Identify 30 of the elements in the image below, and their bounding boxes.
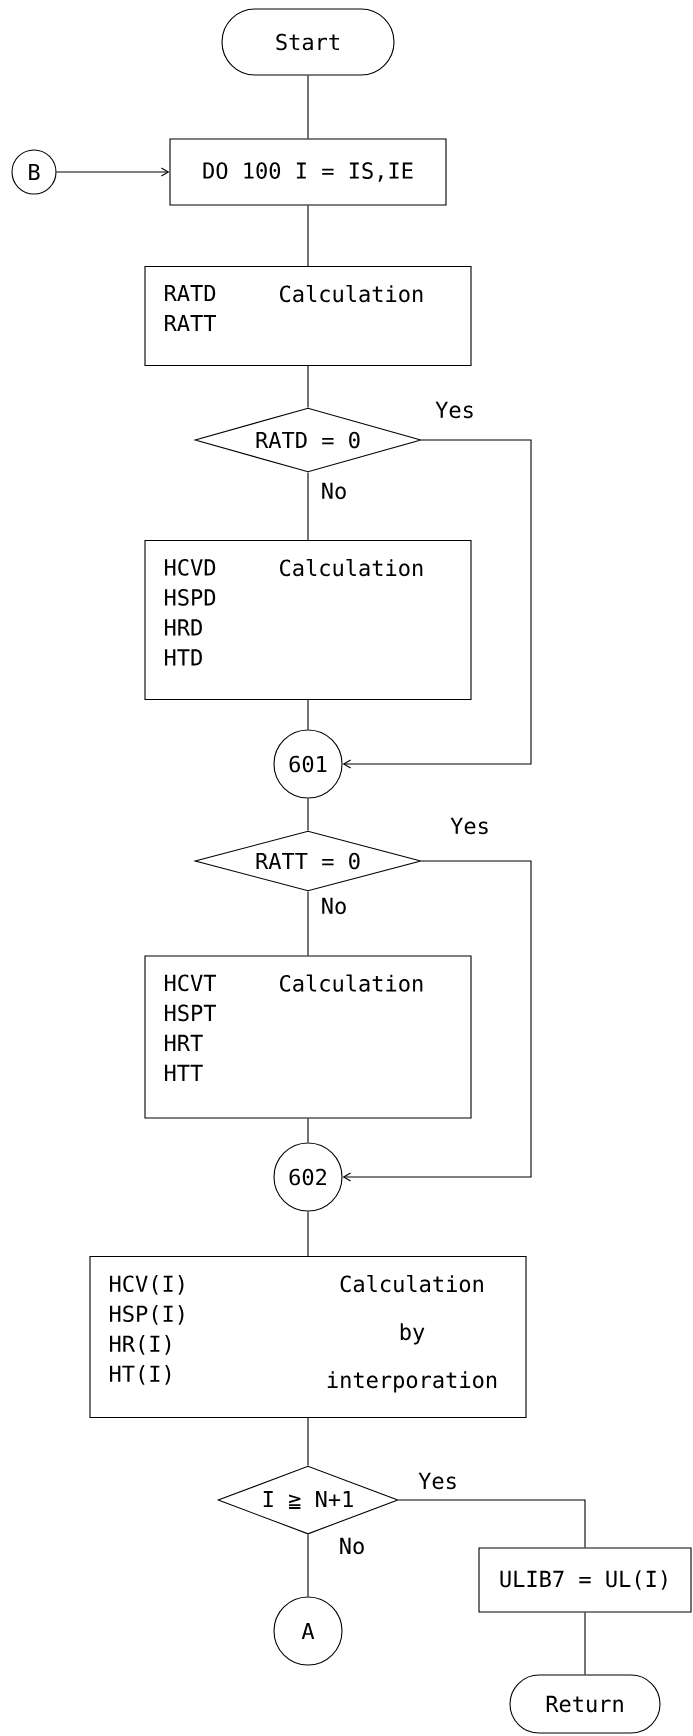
connector-line bbox=[307, 365, 309, 408]
terminal-box: Start bbox=[221, 8, 395, 76]
process-box: HCV(I) HSP(I) HR(I) HT(I) Calculation by interporation bbox=[89, 1255, 527, 1419]
connector-line bbox=[584, 1612, 586, 1675]
process-box: RATD RATT Calculation bbox=[144, 265, 472, 367]
connector-line bbox=[307, 472, 309, 541]
terminal-box: Return bbox=[509, 1674, 661, 1734]
connector-line bbox=[398, 1499, 586, 1548]
edge-label: Yes bbox=[434, 400, 476, 420]
connector-line bbox=[307, 699, 309, 730]
connector-line bbox=[307, 205, 309, 267]
edge-label: No bbox=[319, 481, 349, 501]
process-box: HCVT HSPT HRT HTT Calculation bbox=[144, 955, 472, 1119]
connector-line bbox=[307, 1417, 309, 1466]
arrow bbox=[342, 860, 532, 1182]
connector-line bbox=[307, 891, 309, 956]
process-box: HCVD HSPD HRD HTD Calculation bbox=[144, 539, 472, 701]
edge-label: No bbox=[337, 1536, 367, 1556]
edge-label: Yes bbox=[417, 1471, 459, 1491]
edge-label: No bbox=[319, 896, 349, 916]
connector-line bbox=[307, 1534, 309, 1597]
connector-line bbox=[307, 1211, 309, 1257]
arrow bbox=[342, 439, 532, 769]
edge-label: Yes bbox=[449, 816, 491, 836]
process-box: DO 100 I = IS,IE bbox=[169, 138, 447, 206]
connector-line bbox=[307, 75, 309, 139]
process-box: ULIB7 = UL(I) bbox=[478, 1547, 692, 1613]
arrow bbox=[56, 167, 170, 177]
connector-line bbox=[307, 798, 309, 831]
connector-line bbox=[307, 1118, 309, 1143]
